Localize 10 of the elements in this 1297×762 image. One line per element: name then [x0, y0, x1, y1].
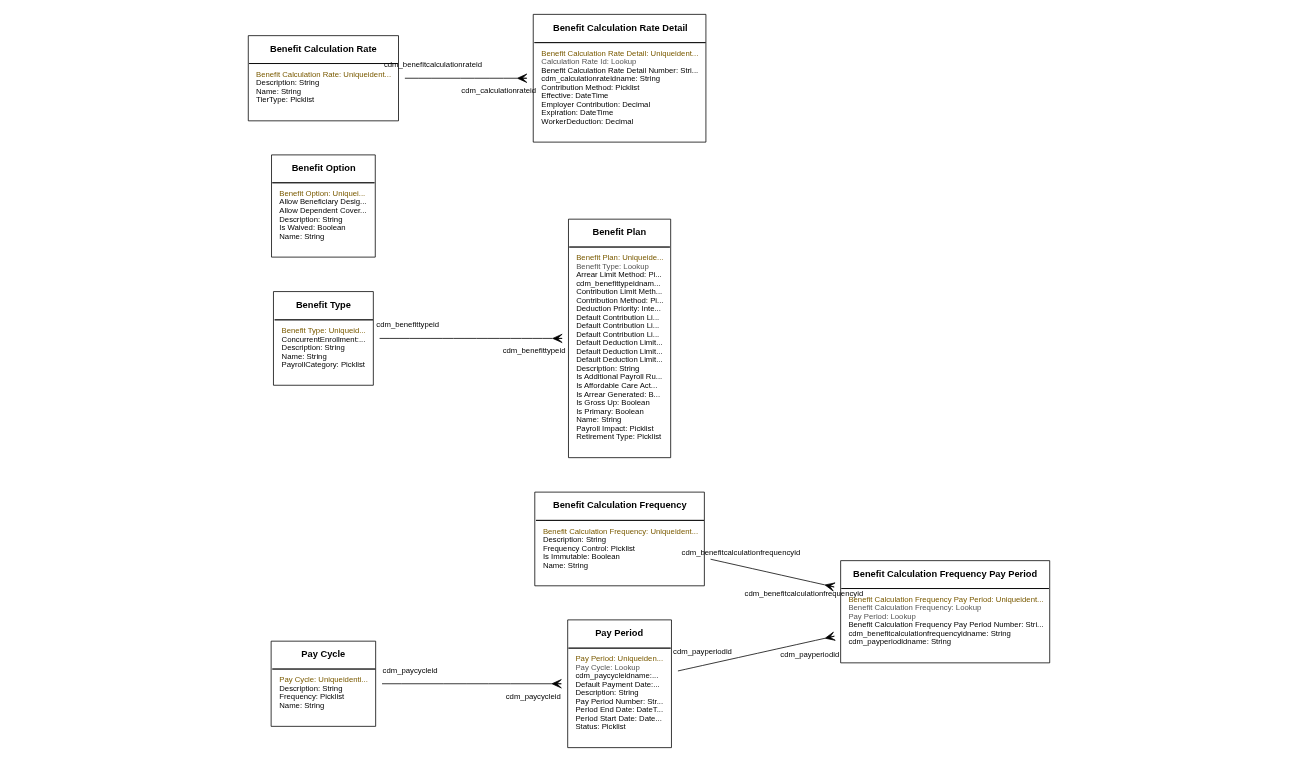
- label: cdm_payperiodid: [779, 650, 839, 660]
- connector: [378, 333, 562, 343]
- connector: [677, 631, 836, 672]
- edge-label: cdm_benefittypeid: [375, 320, 439, 330]
- connector: [709, 558, 835, 592]
- edge-label: cdm_payperiodid: [672, 647, 732, 657]
- edge-label: cdm_paycycleid: [382, 665, 438, 675]
- connector: [381, 679, 562, 689]
- connector: [404, 73, 527, 83]
- label: cdm_paycycleid: [505, 691, 561, 701]
